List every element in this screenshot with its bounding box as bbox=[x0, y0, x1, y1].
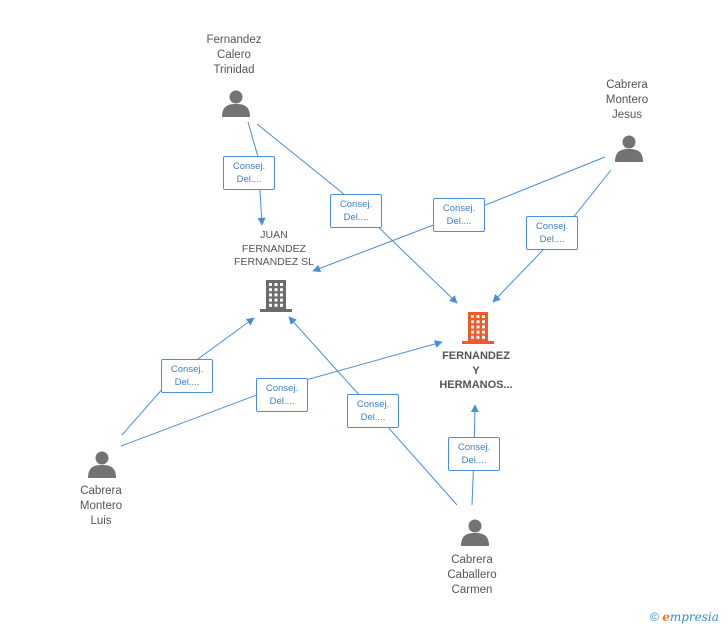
person-label-cabrera-caballero-carmen: Cabrera Caballero Carmen bbox=[447, 554, 497, 596]
edge-label-cabrera-jesus-to-juan-fernandez[interactable]: Consej.Del.... bbox=[433, 198, 485, 232]
edge-label-cabrera-carmen-to-juan-fernandez[interactable]: Consej.Del.... bbox=[347, 394, 399, 428]
edge-label-cabrera-luis-to-juan-fernandez[interactable]: Consej.Del.... bbox=[161, 359, 213, 393]
empresia-watermark: © empresia bbox=[650, 610, 719, 624]
copyright-symbol: © bbox=[650, 610, 659, 624]
person-label-fernandez-calero-trinidad: Fernandez Calero Trinidad bbox=[206, 34, 262, 76]
building-icon-juan-fernandez[interactable] bbox=[260, 280, 292, 312]
empresia-logo: empresia bbox=[662, 610, 719, 624]
company-label-juan-fernandez-fernandez-sl: JUAN FERNANDEZ FERNANDEZ SL bbox=[234, 229, 314, 268]
building-icon-fernandez-hermanos[interactable] bbox=[462, 312, 494, 344]
person-icon[interactable] bbox=[222, 90, 250, 118]
edge-label-cabrera-carmen-to-fernandez-hermanos[interactable]: Consej.Del.... bbox=[448, 437, 500, 471]
person-label-cabrera-montero-luis: Cabrera Montero Luis bbox=[79, 485, 123, 527]
edge-label-fernandez-calero-to-juan-fernandez[interactable]: Consej.Del.... bbox=[223, 156, 275, 190]
edge-label-cabrera-luis-to-fernandez-hermanos[interactable]: Consej.Del.... bbox=[256, 378, 308, 412]
person-icon[interactable] bbox=[461, 519, 489, 547]
edge-label-cabrera-jesus-to-fernandez-hermanos[interactable]: Consej.Del.... bbox=[526, 216, 578, 250]
person-icon[interactable] bbox=[615, 135, 643, 163]
company-label-fernandez-y-hermanos: FERNANDEZ Y HERMANOS... bbox=[439, 350, 513, 391]
person-icon[interactable] bbox=[88, 451, 116, 479]
edge-label-fernandez-calero-to-fernandez-hermanos[interactable]: Consej.Del.... bbox=[330, 194, 382, 228]
person-label-cabrera-montero-jesus: Cabrera Montero Jesus bbox=[605, 79, 649, 121]
